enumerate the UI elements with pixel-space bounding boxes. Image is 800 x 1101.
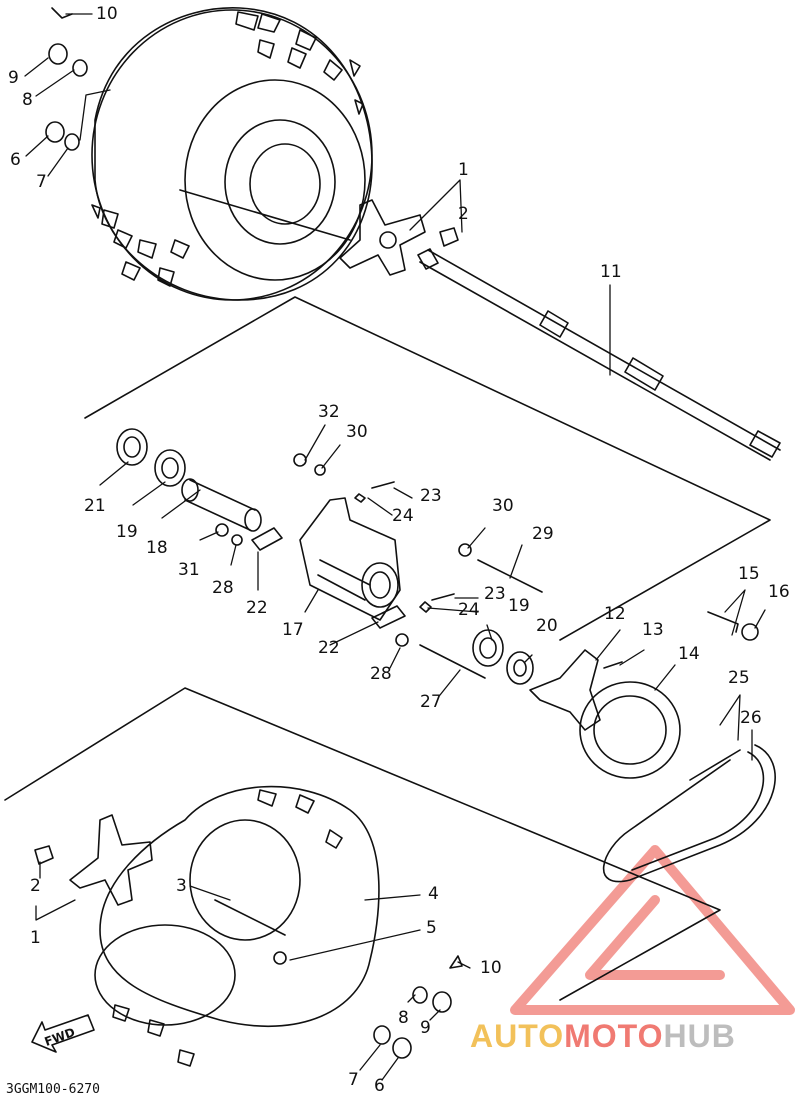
callout-30-lower: 30 bbox=[492, 496, 514, 516]
logo-part-hub: HUB bbox=[663, 1018, 736, 1054]
lower-outline bbox=[4, 687, 721, 1001]
logo-part-auto: AUTO bbox=[470, 1018, 565, 1054]
callout-9-lower: 9 bbox=[420, 1018, 431, 1038]
fwd-arrow-icon bbox=[31, 1014, 95, 1053]
hardware-parts bbox=[215, 453, 759, 679]
watermark-triangle bbox=[510, 845, 795, 1015]
callout-6-lower: 6 bbox=[374, 1076, 385, 1096]
callout-21: 21 bbox=[84, 496, 106, 516]
callout-15: 15 bbox=[738, 564, 760, 584]
lower-nuts bbox=[373, 955, 463, 1059]
callout-2: 2 bbox=[458, 204, 469, 224]
callout-18: 18 bbox=[146, 538, 168, 558]
rear-axle bbox=[417, 248, 781, 461]
callout-32: 32 bbox=[318, 402, 340, 422]
callout-14: 14 bbox=[678, 644, 700, 664]
callout-1: 1 bbox=[458, 160, 469, 180]
callout-8: 8 bbox=[22, 90, 33, 110]
callout-7: 7 bbox=[36, 172, 47, 192]
hub-1-bottom bbox=[34, 814, 153, 906]
callout-20: 20 bbox=[536, 616, 558, 636]
callout-22: 22 bbox=[246, 598, 268, 618]
callout-11: 11 bbox=[600, 262, 622, 282]
callout-1-lower: 1 bbox=[30, 928, 41, 948]
axle-housing bbox=[299, 497, 401, 621]
callout-23: 23 bbox=[420, 486, 442, 506]
callout-17: 17 bbox=[282, 620, 304, 640]
callout-7-lower: 7 bbox=[348, 1070, 359, 1090]
sleeve bbox=[181, 478, 262, 532]
callout-25: 25 bbox=[728, 668, 750, 688]
watermark-logo: AUTOMOTOHUB bbox=[470, 1018, 736, 1055]
callout-8-lower: 8 bbox=[398, 1008, 409, 1028]
callout-10: 10 bbox=[96, 4, 118, 24]
callout-22-lower: 22 bbox=[318, 638, 340, 658]
callout-16: 16 bbox=[768, 582, 790, 602]
callout-24: 24 bbox=[392, 506, 414, 526]
logo-part-moto: MOTO bbox=[564, 1018, 664, 1054]
hub-12 bbox=[529, 649, 601, 731]
callout-2-lower: 2 bbox=[30, 876, 41, 896]
hub-1-top bbox=[339, 199, 459, 276]
callout-10-lower: 10 bbox=[480, 958, 502, 978]
callout-28: 28 bbox=[212, 578, 234, 598]
callout-5: 5 bbox=[426, 918, 437, 938]
callout-3: 3 bbox=[176, 876, 187, 896]
bearings bbox=[116, 428, 534, 685]
callout-6: 6 bbox=[10, 150, 21, 170]
top-nuts bbox=[45, 7, 88, 151]
callout-13: 13 bbox=[642, 620, 664, 640]
callout-24-lower: 24 bbox=[458, 600, 480, 620]
callout-31: 31 bbox=[178, 560, 200, 580]
tire-leader-line bbox=[179, 189, 351, 241]
callout-29: 29 bbox=[532, 524, 554, 544]
callout-9: 9 bbox=[8, 68, 19, 88]
sprocket bbox=[579, 681, 681, 779]
callout-12: 12 bbox=[604, 604, 626, 624]
callout-19-lower: 19 bbox=[508, 596, 530, 616]
diagram-code: 3GGM100-6270 bbox=[6, 1082, 100, 1097]
callout-28-lower: 28 bbox=[370, 664, 392, 684]
callout-19: 19 bbox=[116, 522, 138, 542]
drive-chain bbox=[602, 744, 776, 883]
callout-23-lower: 23 bbox=[484, 584, 506, 604]
bottom-wheel bbox=[94, 785, 380, 1067]
callout-4: 4 bbox=[428, 884, 439, 904]
callout-30: 30 bbox=[346, 422, 368, 442]
callout-27: 27 bbox=[420, 692, 442, 712]
top-tire bbox=[91, 7, 373, 301]
assembly-outline bbox=[84, 296, 771, 641]
leader-lines bbox=[24, 13, 766, 1081]
callout-26: 26 bbox=[740, 708, 762, 728]
